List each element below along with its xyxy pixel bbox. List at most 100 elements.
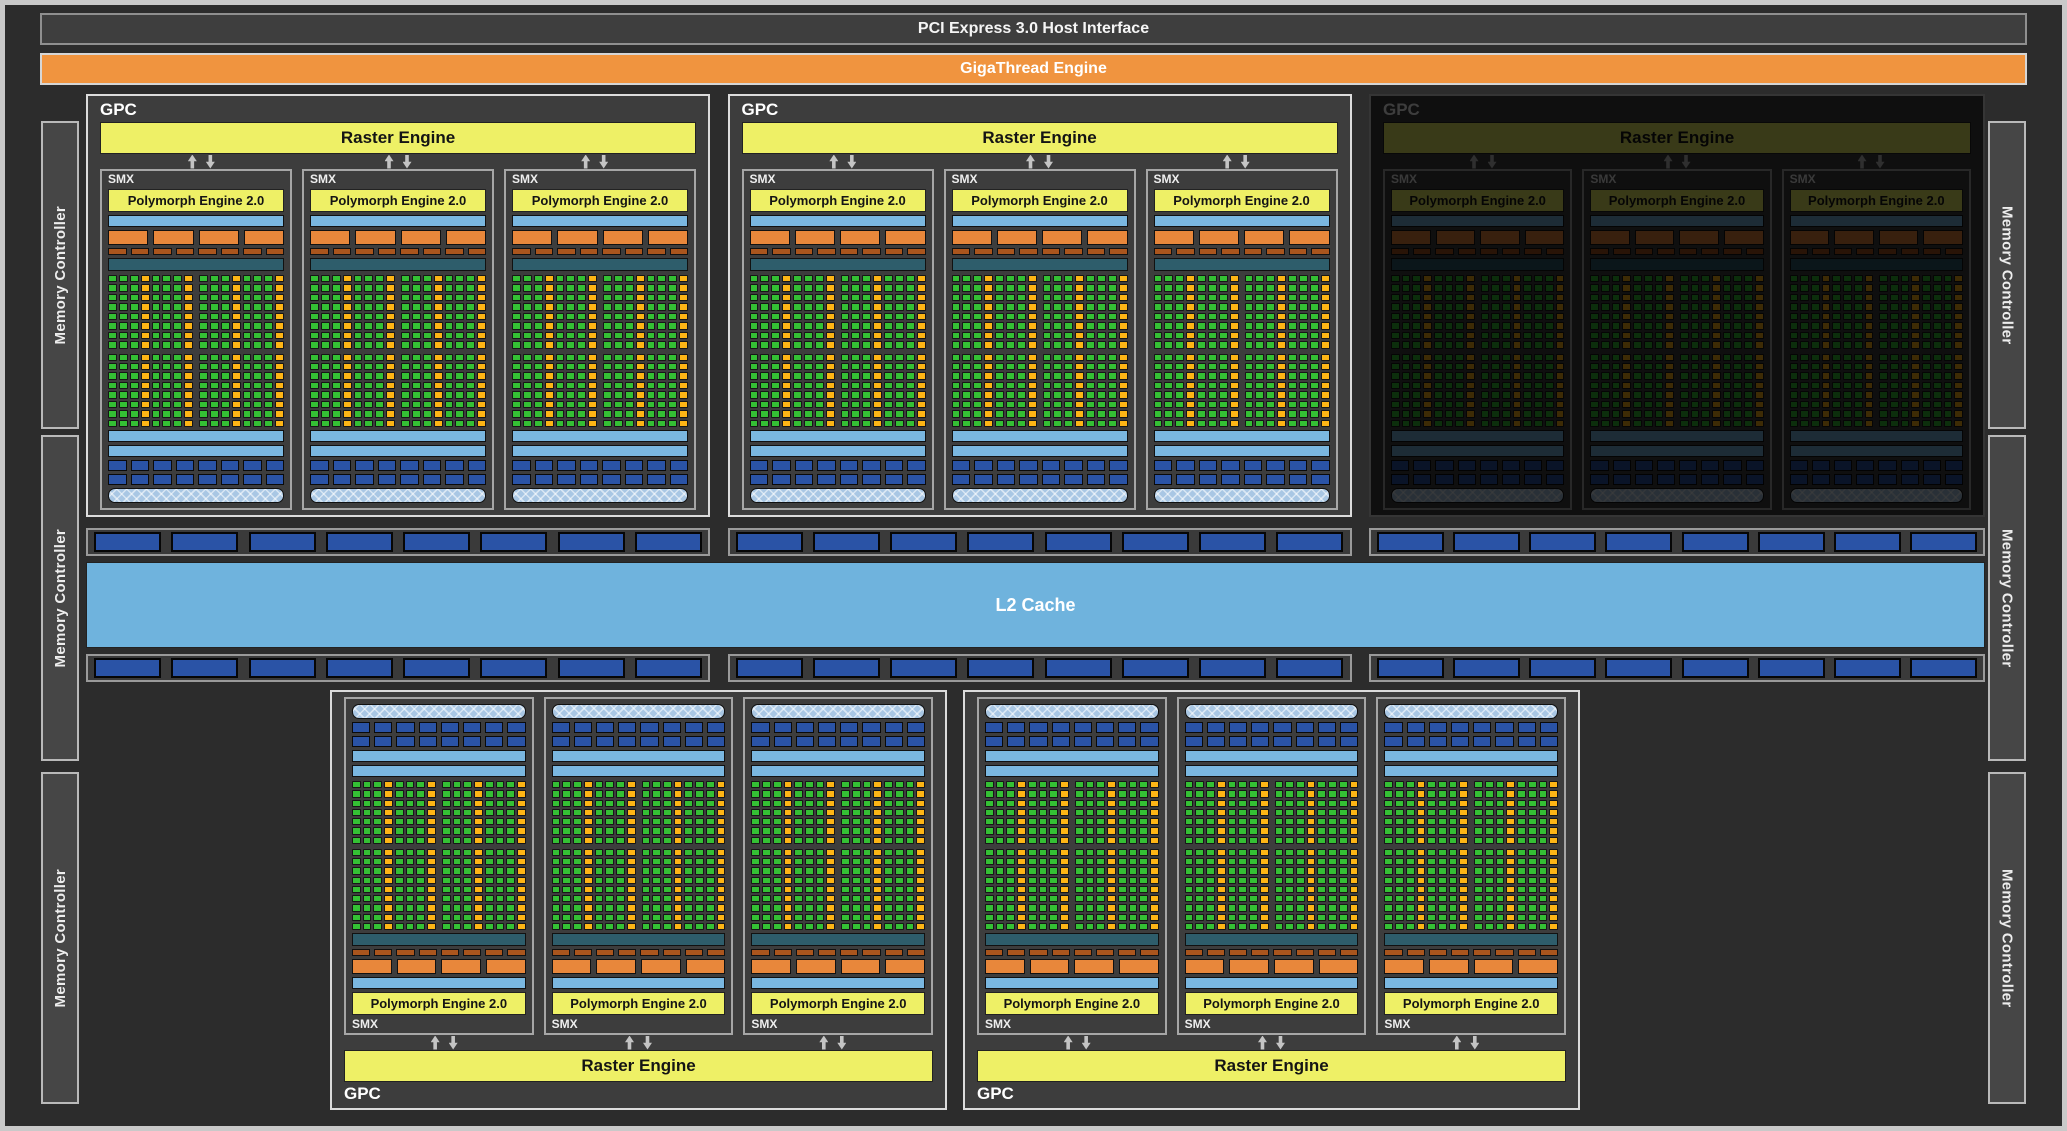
core-row: [1384, 827, 1559, 835]
green-core-cell: [1266, 284, 1276, 292]
yellow-core-cell: [1821, 331, 1831, 340]
blue-block: [130, 460, 149, 471]
yellow-core-cell: [1118, 284, 1128, 292]
green-core-cell: [320, 353, 330, 361]
memory-block: [480, 658, 548, 678]
green-core-cell: [1074, 885, 1084, 893]
yellow-core-cell: [783, 922, 793, 930]
blue-block: [1140, 736, 1159, 747]
green-core-cell: [1438, 922, 1447, 930]
green-core-cell: [616, 827, 625, 835]
memory-block: [480, 532, 548, 552]
yellow-core-cell: [1712, 331, 1721, 340]
green-core-cell: [1789, 419, 1799, 427]
yellow-core-cell: [433, 410, 443, 418]
green-core-cell: [522, 362, 532, 371]
green-core-cell: [1405, 808, 1415, 816]
green-core-cell: [1117, 922, 1127, 930]
green-core-cell: [1298, 275, 1308, 283]
green-core-cell: [452, 858, 462, 866]
green-core-cell: [375, 341, 385, 349]
green-core-cell: [512, 293, 521, 302]
yellow-core-cell: [1459, 895, 1469, 903]
green-core-cell: [352, 799, 361, 807]
green-core-cell: [1027, 848, 1037, 856]
green-core-cell: [1733, 391, 1743, 399]
up-arrow-icon: [819, 1035, 829, 1050]
green-core-cell: [1038, 867, 1048, 875]
orange-segment: [400, 230, 441, 245]
yellow-core-cell: [1512, 400, 1522, 409]
green-core-cell: [452, 790, 462, 798]
core-row: [1789, 322, 1963, 330]
green-core-cell: [1096, 836, 1106, 844]
core-row: [352, 808, 526, 816]
blue-block: [1041, 474, 1060, 485]
yellow-core-cell: [1259, 836, 1269, 844]
green-core-cell: [1433, 341, 1443, 349]
green-core-cell: [1427, 790, 1437, 798]
green-core-cell: [1053, 410, 1063, 418]
green-core-cell: [772, 836, 782, 844]
yellow-core-cell: [873, 818, 883, 826]
down-arrow-icon: [448, 1035, 458, 1050]
green-core-cell: [1722, 303, 1732, 311]
yellow-core-cell: [1465, 293, 1475, 302]
green-core-cell: [1042, 410, 1052, 418]
green-core-cell: [772, 827, 782, 835]
green-core-cell: [551, 904, 561, 912]
green-core-cell: [894, 848, 904, 856]
yellow-core-cell: [1622, 331, 1632, 340]
green-core-cell: [1195, 818, 1205, 826]
green-core-cell: [605, 790, 615, 798]
green-core-cell: [605, 876, 615, 884]
yellow-core-cell: [1864, 410, 1874, 418]
green-core-cell: [1843, 275, 1852, 283]
yellow-core-cell: [1821, 341, 1831, 349]
yellow-core-cell: [588, 391, 597, 399]
blue-block: [265, 460, 284, 471]
green-core-cell: [1853, 312, 1863, 321]
green-core-cell: [1249, 885, 1258, 893]
green-core-cell: [533, 381, 543, 390]
core-grid: [1184, 781, 1359, 930]
green-core-cell: [1502, 322, 1511, 330]
green-core-cell: [1538, 895, 1548, 903]
yellow-core-cell: [826, 836, 836, 844]
green-core-cell: [862, 781, 872, 789]
green-core-cell: [951, 391, 961, 399]
green-core-cell: [209, 322, 219, 330]
green-core-cell: [1523, 353, 1533, 361]
green-core-cell: [772, 885, 782, 893]
small-orange-segment: [1029, 949, 1048, 956]
green-core-cell: [1601, 372, 1610, 380]
green-core-cell: [1502, 312, 1511, 321]
yellow-core-cell: [1712, 372, 1721, 380]
memory-block: [1199, 532, 1267, 552]
green-core-cell: [1006, 827, 1016, 835]
green-core-cell: [705, 827, 715, 835]
green-core-cell: [1117, 808, 1127, 816]
green-core-cell: [884, 293, 893, 302]
yellow-core-cell: [825, 275, 835, 283]
green-core-cell: [1255, 400, 1265, 409]
green-core-cell: [841, 799, 850, 807]
yellow-core-cell: [1075, 362, 1084, 371]
yellow-core-cell: [433, 284, 443, 292]
green-core-cell: [1679, 322, 1689, 330]
green-core-cell: [320, 381, 330, 390]
green-core-cell: [1889, 303, 1899, 311]
green-core-cell: [162, 341, 172, 349]
green-core-cell: [1654, 410, 1664, 418]
small-orange-segment: [418, 949, 437, 956]
green-core-cell: [862, 808, 872, 816]
green-core-cell: [1495, 781, 1505, 789]
green-core-cell: [624, 341, 634, 349]
memory-block: [1121, 658, 1189, 678]
yellow-core-cell: [1107, 799, 1116, 807]
crosshatch-bar: [985, 704, 1159, 719]
yellow-core-cell: [1549, 790, 1559, 798]
yellow-core-cell: [984, 400, 993, 409]
green-core-cell: [1197, 419, 1206, 427]
